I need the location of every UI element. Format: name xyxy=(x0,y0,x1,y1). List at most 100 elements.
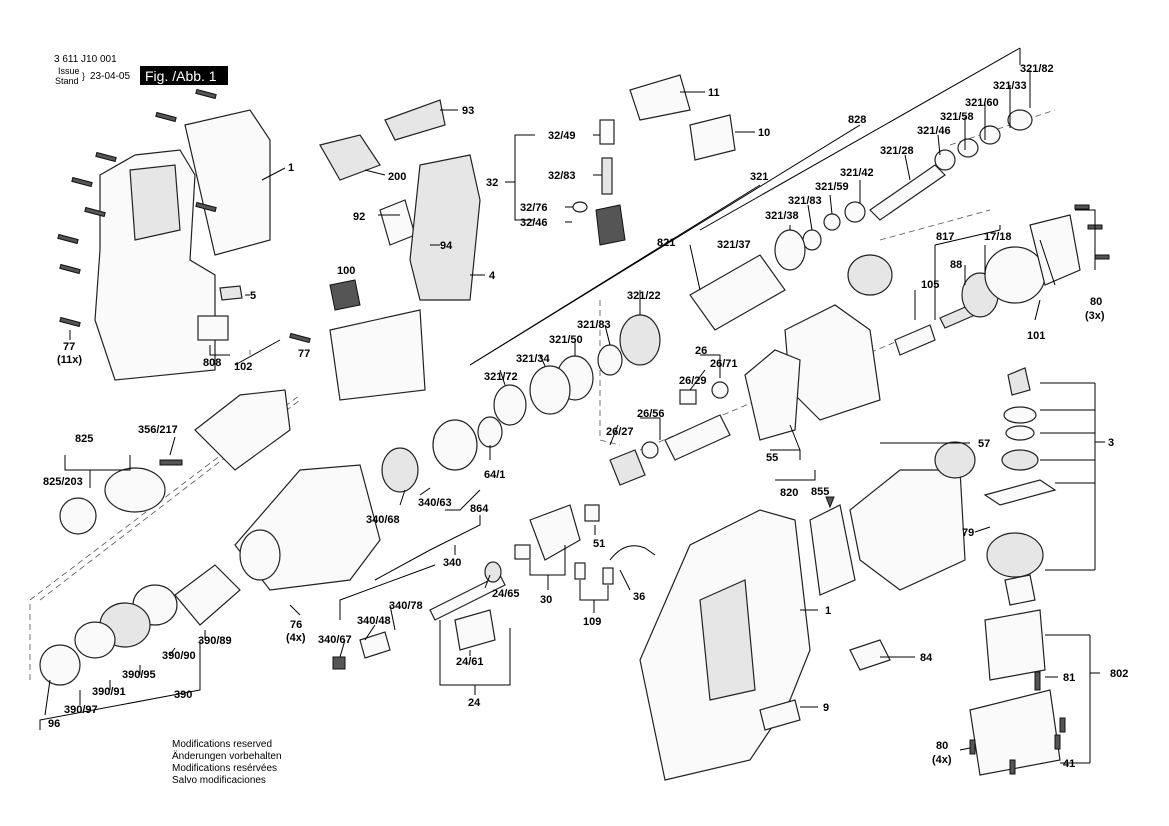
part-26-29 xyxy=(679,389,697,405)
label-390-89: 390/89 xyxy=(198,635,232,647)
note-en: Modifications reserved xyxy=(172,739,272,750)
screws-80-4x xyxy=(969,717,1066,775)
electronics-4 xyxy=(409,154,481,301)
label-102: 102 xyxy=(234,361,252,373)
label-32-46: 32/46 xyxy=(520,217,548,229)
label-820: 820 xyxy=(780,487,798,499)
note-de: Änderungen vorbehalten xyxy=(172,750,282,762)
label-321-42: 321/42 xyxy=(840,167,874,179)
label-32-76: 32/76 xyxy=(520,202,548,214)
note-es: Salvo modificaciones xyxy=(172,775,266,786)
label-864: 864 xyxy=(470,503,489,515)
ring-26-56 xyxy=(641,441,659,459)
label-17-18: 17/18 xyxy=(984,231,1012,243)
ring-3-b xyxy=(1005,425,1035,441)
label-93: 93 xyxy=(462,105,474,117)
label-390: 390 xyxy=(174,689,192,701)
label-101: 101 xyxy=(1027,330,1045,342)
plate-3-d xyxy=(983,479,1057,506)
label-41: 41 xyxy=(1063,758,1075,770)
ring-24-65 xyxy=(484,561,502,583)
label-57: 57 xyxy=(978,438,990,450)
part-92 xyxy=(379,199,416,246)
shaft-340-48 xyxy=(429,574,506,621)
label-26: 26 xyxy=(695,345,707,357)
figure-label: Fig. /Abb. 1 xyxy=(145,68,217,84)
label-77: 77 xyxy=(63,341,75,353)
ring-321-83-b xyxy=(597,344,623,376)
label-802: 802 xyxy=(1110,668,1128,680)
part-51 xyxy=(584,504,600,522)
label-84: 84 xyxy=(920,652,933,664)
label-32-83: 32/83 xyxy=(548,170,576,182)
label-321-37: 321/37 xyxy=(717,239,751,251)
label-109: 109 xyxy=(583,616,601,628)
label-36: 36 xyxy=(633,591,645,603)
header-block: 3 611 J10 001 Issue Stand } 23-04-05 Fig… xyxy=(54,54,228,86)
button-84 xyxy=(849,639,891,671)
ring-321-33 xyxy=(979,125,1001,145)
label-321-50: 321/50 xyxy=(549,334,583,346)
label-32-49: 32/49 xyxy=(548,130,576,142)
note-fr: Modifications resérvées xyxy=(172,763,277,774)
gear-detail xyxy=(847,254,893,296)
ring-321-72 xyxy=(493,384,527,426)
label-10 xyxy=(689,114,736,161)
label-390-90: 390/90 xyxy=(162,650,196,662)
ring-321-38 xyxy=(774,229,806,271)
label-321-82: 321/82 xyxy=(1020,63,1054,75)
stand-label: Stand xyxy=(55,76,79,86)
label-808 xyxy=(197,315,229,341)
label-80-bottom-count: (4x) xyxy=(932,754,952,766)
housing-left-half xyxy=(94,149,216,381)
gear-housing-57 xyxy=(849,469,966,591)
bracket-24-61 xyxy=(454,609,496,651)
label-9: 9 xyxy=(823,702,829,714)
label-321-22: 321/22 xyxy=(627,290,661,302)
flange-101 xyxy=(984,246,1046,304)
ring-321-82 xyxy=(1007,109,1033,131)
part-100 xyxy=(329,279,361,311)
label-80-right: 80 xyxy=(1090,296,1102,308)
label-64-1: 64/1 xyxy=(484,469,505,481)
figure-label-box xyxy=(140,66,228,85)
ring-321-83-a xyxy=(802,229,822,251)
label-340-78: 340/78 xyxy=(389,600,423,612)
label-96: 96 xyxy=(48,718,60,730)
label-340-63: 340/63 xyxy=(418,497,452,509)
label-26-29: 26/29 xyxy=(679,375,707,387)
label-24-61: 24/61 xyxy=(456,656,484,668)
doc-number: 3 611 J10 001 xyxy=(54,54,117,65)
part-32-49 xyxy=(599,119,615,145)
label-92: 92 xyxy=(353,211,365,223)
shaft-321-28 xyxy=(869,164,946,221)
label-11 xyxy=(629,74,691,121)
label-825-203: 825/203 xyxy=(43,476,83,488)
label-321-72: 321/72 xyxy=(484,371,518,383)
label-30: 30 xyxy=(540,594,552,606)
label-4: 4 xyxy=(489,270,496,282)
label-79: 79 xyxy=(962,527,974,539)
label-24-65: 24/65 xyxy=(492,588,520,600)
label-321-28: 321/28 xyxy=(880,145,914,157)
label-3: 3 xyxy=(1108,437,1114,449)
label-77-b: 77 xyxy=(298,348,310,360)
label-321-83-a: 321/83 xyxy=(788,195,822,207)
ring-321-60 xyxy=(957,138,979,158)
label-55: 55 xyxy=(766,452,778,464)
label-26-27: 26/27 xyxy=(606,426,634,438)
screw-81 xyxy=(1034,671,1041,691)
label-321-46: 321/46 xyxy=(917,125,951,137)
label-81: 81 xyxy=(1063,672,1075,684)
label-1-top: 1 xyxy=(288,162,294,174)
module-102 xyxy=(329,309,426,401)
spring-5 xyxy=(219,285,243,301)
flange-plate xyxy=(1029,214,1081,286)
label-77-count: (11x) xyxy=(57,354,82,366)
switch-93 xyxy=(384,99,446,141)
label-321-83-b: 321/83 xyxy=(577,319,611,331)
tube-390-89 xyxy=(174,564,241,626)
label-340-48: 340/48 xyxy=(357,615,391,627)
